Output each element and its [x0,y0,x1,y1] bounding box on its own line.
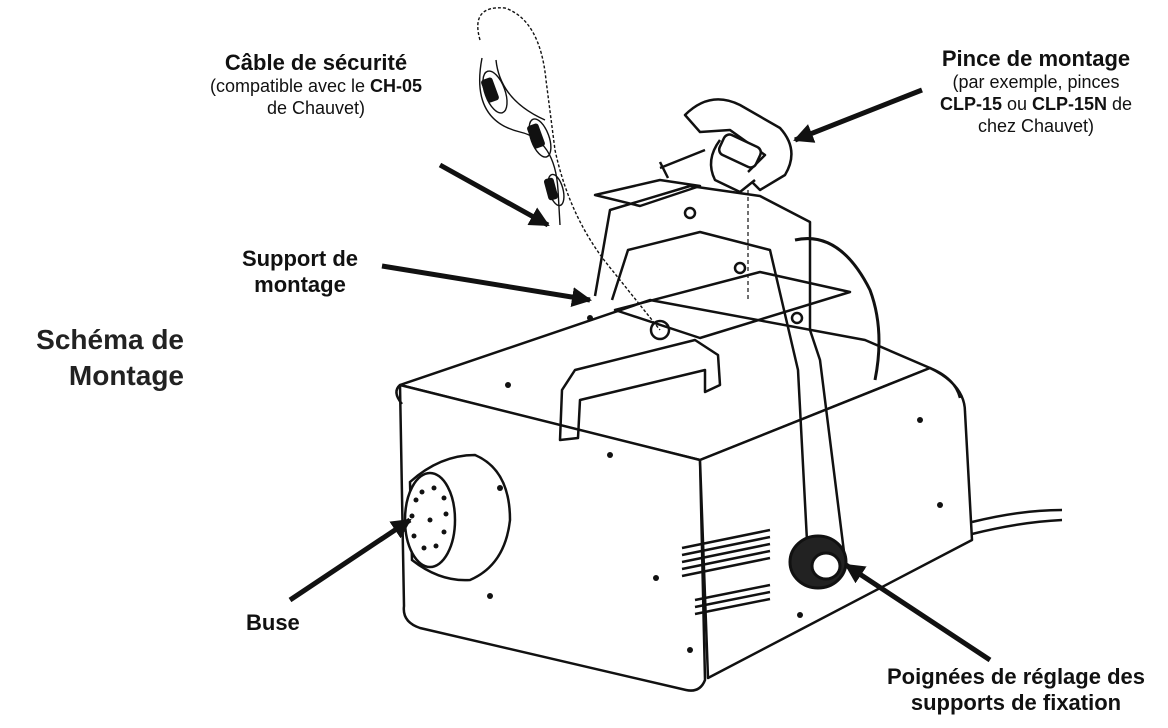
cable-ferrules [481,77,559,201]
mounting-clamp-drawing [658,98,793,194]
label-mounting-clamp-line1: (par exemple, pinces [952,72,1120,93]
label-safety-cable-heading: Câble de sécurité [224,50,408,75]
label-clamp-de: de [1107,93,1133,114]
label-safety-cable-line1-text: (compatible avec le [209,76,371,97]
label-mounting-clamp-heading: Pince de montage [941,46,1131,71]
label-adjust-knobs: Poignées de réglage des supports de fixa… [870,664,1162,717]
diagram-title: Schéma de Montage [6,322,184,394]
vent-slots [681,528,771,616]
diagram-title-line1: Schéma de [36,324,184,355]
label-adjust-knobs-line2: supports de fixation [910,690,1122,716]
label-safety-cable-line1: (compatible avec le CH-05 [200,76,432,98]
arrow-nozzle [288,517,412,603]
nozzle-drawing [403,453,512,582]
label-clamp-model-2: CLP-15N [1032,93,1108,114]
label-safety-cable-model: CH-05 [370,76,423,97]
diagram-title-line2: Montage [68,359,184,391]
label-mounting-bracket: Support de montage [222,246,378,299]
label-safety-cable-line2: de Chauvet) [266,97,366,118]
label-nozzle: Buse [246,610,300,635]
screw-holes [487,315,943,653]
safety-cable-drawing [477,7,661,331]
power-cord [971,508,1063,524]
label-clamp-model-1: CLP-15 [939,93,1002,114]
arrow-mounting-bracket [381,263,592,307]
label-mounting-clamp: Pince de montage (par exemple, pinces CL… [910,46,1162,137]
callout-arrows [288,87,992,663]
label-clamp-or: ou [1001,93,1032,114]
label-mounting-clamp-line3: chez Chauvet) [977,115,1095,136]
label-mounting-bracket-line1: Support de [241,246,359,271]
label-safety-cable: Câble de sécurité (compatible avec le CH… [200,50,432,120]
fog-machine-body [395,178,974,692]
label-adjust-knobs-line1: Poignées de réglage des [887,664,1145,689]
arrow-safety-cable [438,162,550,228]
label-mounting-bracket-line2: montage [254,272,346,298]
arrow-adjust-knob [844,562,992,663]
adjustment-knob-drawing [788,534,848,590]
label-mounting-clamp-line2: CLP-15 ou CLP-15N de [910,94,1162,116]
arrow-mounting-clamp [793,87,923,143]
